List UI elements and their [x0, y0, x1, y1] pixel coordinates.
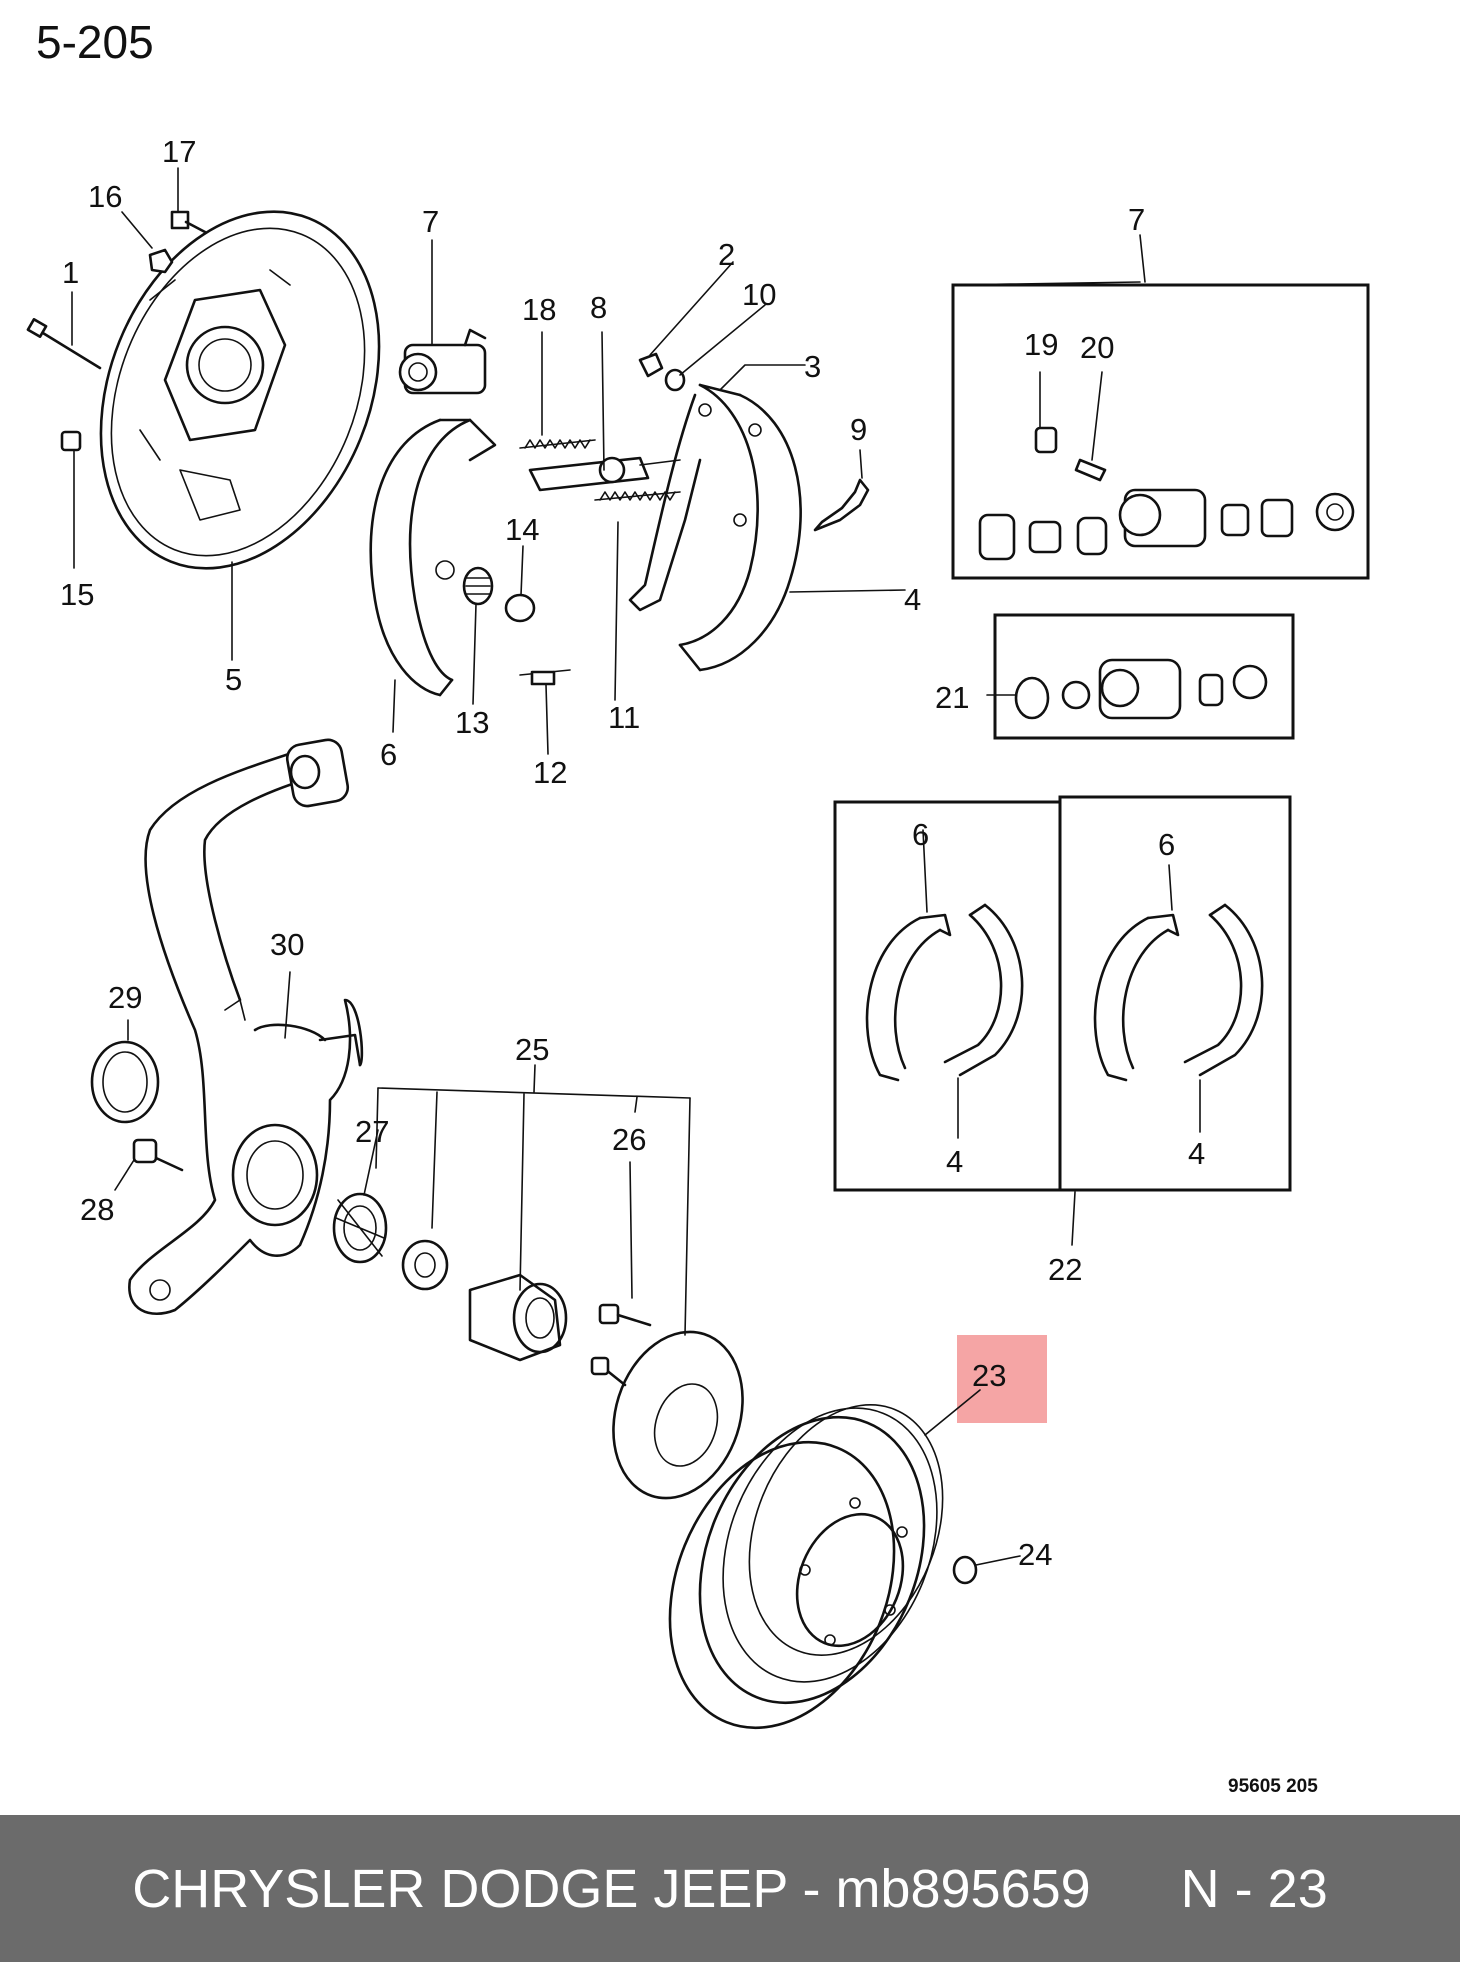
wheel-hub [590, 1330, 744, 1500]
callout-6-kit-right: 6 [1158, 827, 1175, 862]
callout-11: 11 [608, 700, 640, 735]
part-23-highlight[interactable] [957, 1335, 1047, 1423]
callout-9: 9 [850, 412, 867, 447]
callout-14: 14 [505, 512, 539, 547]
callout-13: 13 [455, 705, 489, 740]
callout-12: 12 [533, 755, 567, 790]
callout-28: 28 [80, 1192, 114, 1227]
callout-27: 27 [355, 1114, 389, 1149]
footer-bar: CHRYSLER DODGE JEEP - mb895659 N - 23 [0, 1815, 1460, 1962]
figure-code: 95605 205 [1228, 1776, 1318, 1797]
return-spring-upper [519, 439, 596, 449]
hub-bearing [468, 1273, 568, 1362]
hold-down-spring [462, 566, 494, 606]
callout-22: 22 [1048, 1252, 1082, 1287]
clip [638, 352, 664, 378]
callout-21: 21 [935, 680, 969, 715]
callout-5: 5 [225, 662, 242, 697]
callout-1: 1 [62, 255, 79, 290]
wheel-cylinder-repair-box [993, 613, 1295, 740]
abs-rotor [332, 1192, 388, 1264]
callout-23[interactable]: 23 [972, 1358, 1006, 1393]
shoe-pair-right [1093, 903, 1264, 1082]
adjuster-assembly [528, 456, 681, 492]
callout-6-main: 6 [380, 737, 397, 772]
callout-7-main: 7 [422, 204, 439, 239]
callout-6-kit-left: 6 [912, 817, 929, 852]
callout-15: 15 [60, 577, 94, 612]
callout-16: 16 [88, 179, 122, 214]
dust-cover [90, 1040, 160, 1124]
callout-20: 20 [1080, 330, 1114, 365]
callout-3: 3 [804, 349, 821, 384]
kit-parts-row [978, 488, 1355, 561]
bleeder-cap [1074, 458, 1107, 482]
callout-2: 2 [718, 237, 735, 272]
bolt [26, 318, 102, 370]
bleeder-screw [1034, 426, 1058, 454]
knuckle-bolt [132, 1138, 184, 1172]
hold-down-cup [504, 593, 536, 623]
shoe-kit-box-right [1058, 795, 1292, 1192]
callout-19: 19 [1024, 327, 1058, 362]
callout-24: 24 [1018, 1537, 1052, 1572]
callout-4-main: 4 [904, 582, 921, 617]
callout-18: 18 [522, 292, 556, 327]
brake-shoe-trailing [628, 383, 802, 672]
parking-lever [813, 478, 870, 532]
brake-shoe-leading [369, 418, 497, 697]
callout-29: 29 [108, 980, 142, 1015]
wheel-cylinder [398, 328, 487, 395]
repair-kit-parts [1014, 658, 1268, 720]
callout-17: 17 [162, 134, 196, 169]
callout-30: 30 [270, 927, 304, 962]
callout-4-kit-left: 4 [946, 1144, 963, 1179]
leader-lines [71, 167, 1201, 1566]
hold-down-pin [519, 669, 571, 686]
page-number: 5-205 [36, 16, 154, 68]
callout-4-kit-right: 4 [1188, 1136, 1205, 1171]
wheel-cylinder-kit-box [951, 283, 1370, 580]
callout-25: 25 [515, 1032, 549, 1067]
callout-8: 8 [590, 290, 607, 325]
nut [148, 248, 174, 274]
hub-bolt [598, 1303, 652, 1327]
callout-7-kit: 7 [1128, 202, 1145, 237]
brake-drum[interactable] [629, 1376, 978, 1762]
hub-assembly-bracket [375, 1064, 691, 1336]
bolt-17 [170, 210, 207, 234]
hub-nut [401, 1239, 449, 1291]
footer-text: CHRYSLER DODGE JEEP - mb895659 N - 23 [132, 1858, 1328, 1919]
callout-26: 26 [612, 1122, 646, 1157]
plug [60, 430, 82, 452]
shoe-pair-left [865, 903, 1024, 1082]
steering-knuckle [128, 738, 364, 1315]
parts-diagram: 5-205 [26, 16, 1370, 1797]
backing-plate [99, 210, 381, 570]
drum-plug [952, 1555, 978, 1585]
callout-10: 10 [742, 277, 776, 312]
